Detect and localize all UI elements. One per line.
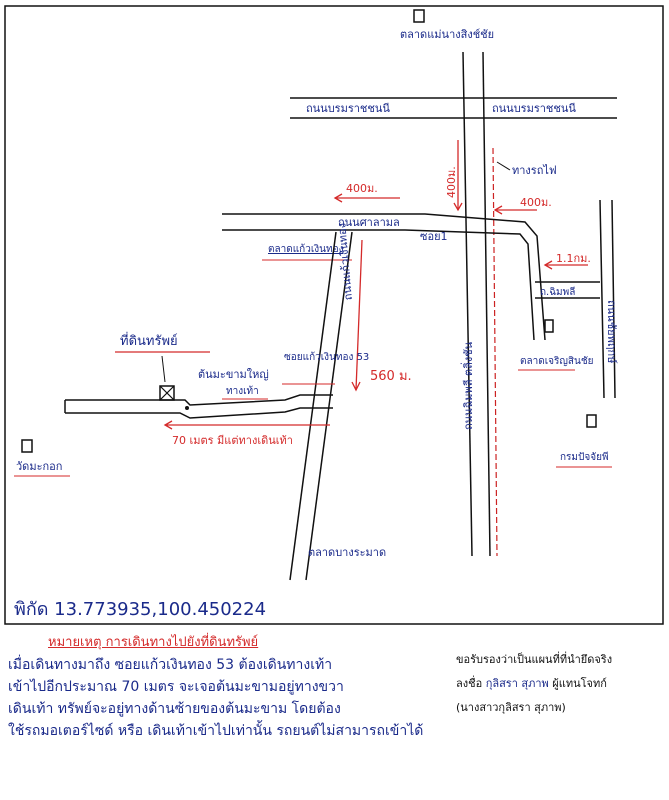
right-vertical-road bbox=[599, 199, 616, 399]
temple-marker bbox=[21, 439, 33, 453]
main-vertical-road bbox=[462, 51, 491, 557]
distance-560: 560 ม. bbox=[370, 369, 412, 384]
distance-400-vertical: 400ม. bbox=[445, 166, 458, 198]
top-road-right-label: ถนนบรมราชชนนี bbox=[492, 102, 576, 115]
right-vertical-road-label: ถนนชัยพฤกษ์ bbox=[605, 300, 618, 364]
coordinates: พิกัด 13.773935,100.450224 bbox=[14, 599, 266, 620]
notes-line-4: ใช้รถมอเตอร์ไซด์ หรือ เดินเท้าเข้าไปเท่า… bbox=[8, 723, 424, 739]
notes-line-2: เข้าไปอีกประมาณ 70 เมตร จะเจอต้นมะขามอยู… bbox=[8, 679, 344, 695]
middle-road-label: ถนนศาลามล bbox=[338, 216, 400, 229]
soi1-label: ซอย1 bbox=[420, 230, 448, 243]
cert-signature: กุลิสรา สุภาพ bbox=[485, 677, 549, 690]
distance-400-right: 400ม. bbox=[520, 196, 552, 209]
top-road-left-label: ถนนบรมราชชนนี bbox=[306, 102, 390, 115]
notes-line-1: เมื่อเดินทางมาถึง ซอยแก้วเงินทอง 53 ต้อง… bbox=[8, 657, 333, 673]
property-label: ที่ดินทรัพย์ bbox=[120, 332, 178, 349]
main-vertical-road-label: ถนนฉิมพลี ตลิ่งชัน bbox=[460, 341, 475, 430]
railway-label: ทางรถไฟ bbox=[512, 164, 557, 177]
red-560-arrowhead bbox=[351, 381, 361, 392]
railway-pointer bbox=[496, 161, 511, 171]
right-side-street bbox=[535, 281, 600, 299]
directions-notes: หมายเหตุ การเดินทางไปยังที่ดินทรัพย์ เมื… bbox=[8, 632, 438, 742]
tree-label: ต้นมะขามใหญ่ bbox=[198, 368, 269, 381]
left-market-label: ตลาดแก้วเงินทอง bbox=[268, 243, 344, 255]
middle-road bbox=[222, 213, 546, 341]
cert-signature-row: ลงชื่อ กุลิสรา สุภาพ ผู้แทนโจทก์ bbox=[456, 672, 666, 696]
cert-sign-prefix: ลงชื่อ bbox=[456, 677, 483, 690]
notes-title: หมายเหตุ การเดินทางไปยังที่ดินทรัพย์ bbox=[48, 635, 259, 650]
diagonal-road bbox=[289, 231, 353, 581]
cert-role: ผู้แทนโจทก์ bbox=[552, 677, 607, 690]
cert-name: (นางสาวกุลิสรา สุภาพ) bbox=[456, 701, 566, 714]
distance-70: 70 เมตร มีแต่ทางเดินเท้า bbox=[172, 434, 293, 447]
right-market-label: ตลาดเจริญสินชัย bbox=[520, 356, 594, 367]
right-market-marker bbox=[544, 319, 554, 333]
office-marker bbox=[586, 414, 597, 428]
cert-line-1: ขอรับรองว่าเป็นแผนที่ที่นำยึดจริง bbox=[456, 653, 613, 666]
north-landmark-marker bbox=[413, 9, 425, 23]
office-label: กรมปัจจัยพี bbox=[560, 451, 609, 463]
red-70-arrow bbox=[163, 420, 330, 430]
tree-marker bbox=[185, 406, 189, 410]
temple-label: วัดมะกอก bbox=[16, 460, 62, 473]
top-road bbox=[290, 97, 617, 119]
soi-lane bbox=[64, 394, 333, 419]
map-frame bbox=[4, 5, 664, 625]
red-560-line bbox=[355, 239, 363, 391]
walkway-label: ทางเท้า bbox=[226, 385, 259, 397]
distance-400-left: 400ม. bbox=[346, 182, 378, 195]
distance-1km: 1.1กม. bbox=[556, 252, 591, 265]
property-marker-x2 bbox=[159, 385, 175, 401]
bottom-market-label: ตลาดบางระมาด bbox=[308, 546, 386, 559]
notes-line-3: เดินเท้า ทรัพย์จะอยู่ทางด้านซ้ายของต้นมะ… bbox=[8, 701, 341, 717]
right-street-label: ถ.ฉิมพลี bbox=[540, 286, 575, 298]
north-landmark-label: ตลาดแม่นางสิงช์ชัย bbox=[400, 28, 494, 41]
railway-line bbox=[492, 147, 498, 557]
property-marker bbox=[159, 385, 175, 401]
distance-arrows bbox=[333, 140, 588, 270]
soi53-label: ซอยแก้วเงินทอง 53 bbox=[284, 351, 369, 363]
property-pointer bbox=[161, 355, 166, 383]
certification-block: ขอรับรองว่าเป็นแผนที่ที่นำยึดจริง ลงชื่อ… bbox=[456, 648, 666, 720]
